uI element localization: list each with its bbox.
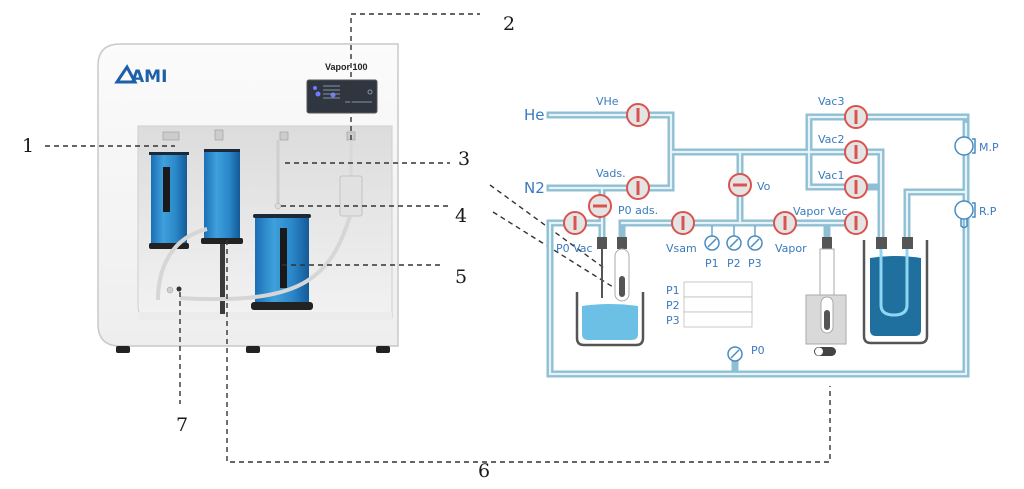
callout-lines — [45, 13, 831, 463]
callout-line-2 — [350, 13, 480, 140]
pump-mp — [954, 136, 976, 156]
readout-label-p2: P2 — [666, 299, 680, 312]
callout-number-2: 2 — [503, 13, 515, 35]
model-label: Vapor 100 — [325, 62, 368, 72]
brand-logo-text: AMI — [131, 67, 167, 87]
ami-logo: AMI — [114, 64, 167, 87]
pressure-readout-table: P1 P2 P3 — [666, 281, 753, 328]
gauge-p3 — [747, 226, 763, 251]
pump-label-mp: M.P — [979, 141, 999, 154]
gauge-label-p1: P1 — [705, 257, 719, 270]
schematic-vapor-cell — [805, 237, 847, 356]
valve-vac1 — [844, 175, 868, 199]
gauge-p1 — [704, 226, 720, 251]
valve-label-vac3: Vac3 — [818, 95, 844, 108]
callout-number-3: 3 — [458, 148, 470, 170]
sample-holder — [339, 175, 363, 217]
callout-number-7: 7 — [176, 414, 188, 436]
valve-vapor-vac — [844, 211, 868, 235]
dewar-middle — [201, 149, 243, 314]
gas-inlet-n2: N2 — [524, 179, 545, 197]
readout-label-p3: P3 — [666, 314, 680, 327]
gas-inlet-he: He — [524, 106, 545, 124]
callout-number-4: 4 — [455, 205, 467, 227]
valve-vac2 — [844, 140, 868, 164]
valve-label-vsam: Vsam — [666, 242, 697, 255]
callout-line-6 — [226, 240, 831, 463]
valve-vapor — [773, 211, 797, 235]
valve-label-vhe: VHe — [596, 95, 619, 108]
readout-label-p1: P1 — [666, 284, 680, 297]
valve-label-p0vac: P0 Vac — [556, 242, 593, 255]
instrument-illustration: AMI Vapor 100 — [97, 43, 399, 353]
valve-vsam — [671, 211, 695, 235]
flow-schematic: He N2 VHe Vads. P0 ads. P0 Vac Vsam Vo V… — [524, 95, 999, 378]
valve-label-p0ads: P0 ads. — [618, 204, 658, 217]
valve-label-vapor-vac: Vapor Vac — [793, 205, 848, 218]
valve-label-vapor: Vapor — [775, 242, 807, 255]
valve-label-vac2: Vac2 — [818, 133, 844, 146]
readout-field-p3 — [683, 311, 753, 328]
valve-vhe — [626, 103, 650, 127]
valve-label-vac1: Vac1 — [818, 169, 844, 182]
callout-number-5: 5 — [455, 266, 467, 288]
instrument-display — [306, 79, 378, 114]
callout-line-4b — [492, 211, 622, 293]
readout-field-p2 — [683, 296, 753, 313]
callout-line-4a — [489, 184, 605, 269]
readout-field-p1 — [683, 281, 753, 298]
pump-label-rp: R.P — [979, 205, 997, 218]
dewar-left — [149, 152, 189, 249]
gauge-label-p3: P3 — [748, 257, 762, 270]
schematic-cold-trap — [862, 237, 929, 345]
schematic-dewar-left — [575, 237, 645, 347]
callout-number-6: 6 — [478, 460, 490, 482]
valve-vads — [626, 176, 650, 200]
valve-label-vo: Vo — [757, 180, 771, 193]
valve-label-vads: Vads. — [596, 167, 626, 180]
pump-rp — [954, 200, 976, 229]
valve-p0-vac — [563, 211, 587, 235]
gauge-label-p2: P2 — [727, 257, 741, 270]
gauge-label-p0: P0 — [751, 344, 765, 357]
valve-vo — [728, 173, 752, 197]
gauge-p2 — [726, 226, 742, 251]
gauge-p0 — [727, 346, 743, 362]
valve-vac3 — [844, 105, 868, 129]
valve-p0-ads — [588, 194, 612, 218]
callout-number-1: 1 — [22, 135, 34, 157]
dewar-right — [251, 214, 313, 310]
